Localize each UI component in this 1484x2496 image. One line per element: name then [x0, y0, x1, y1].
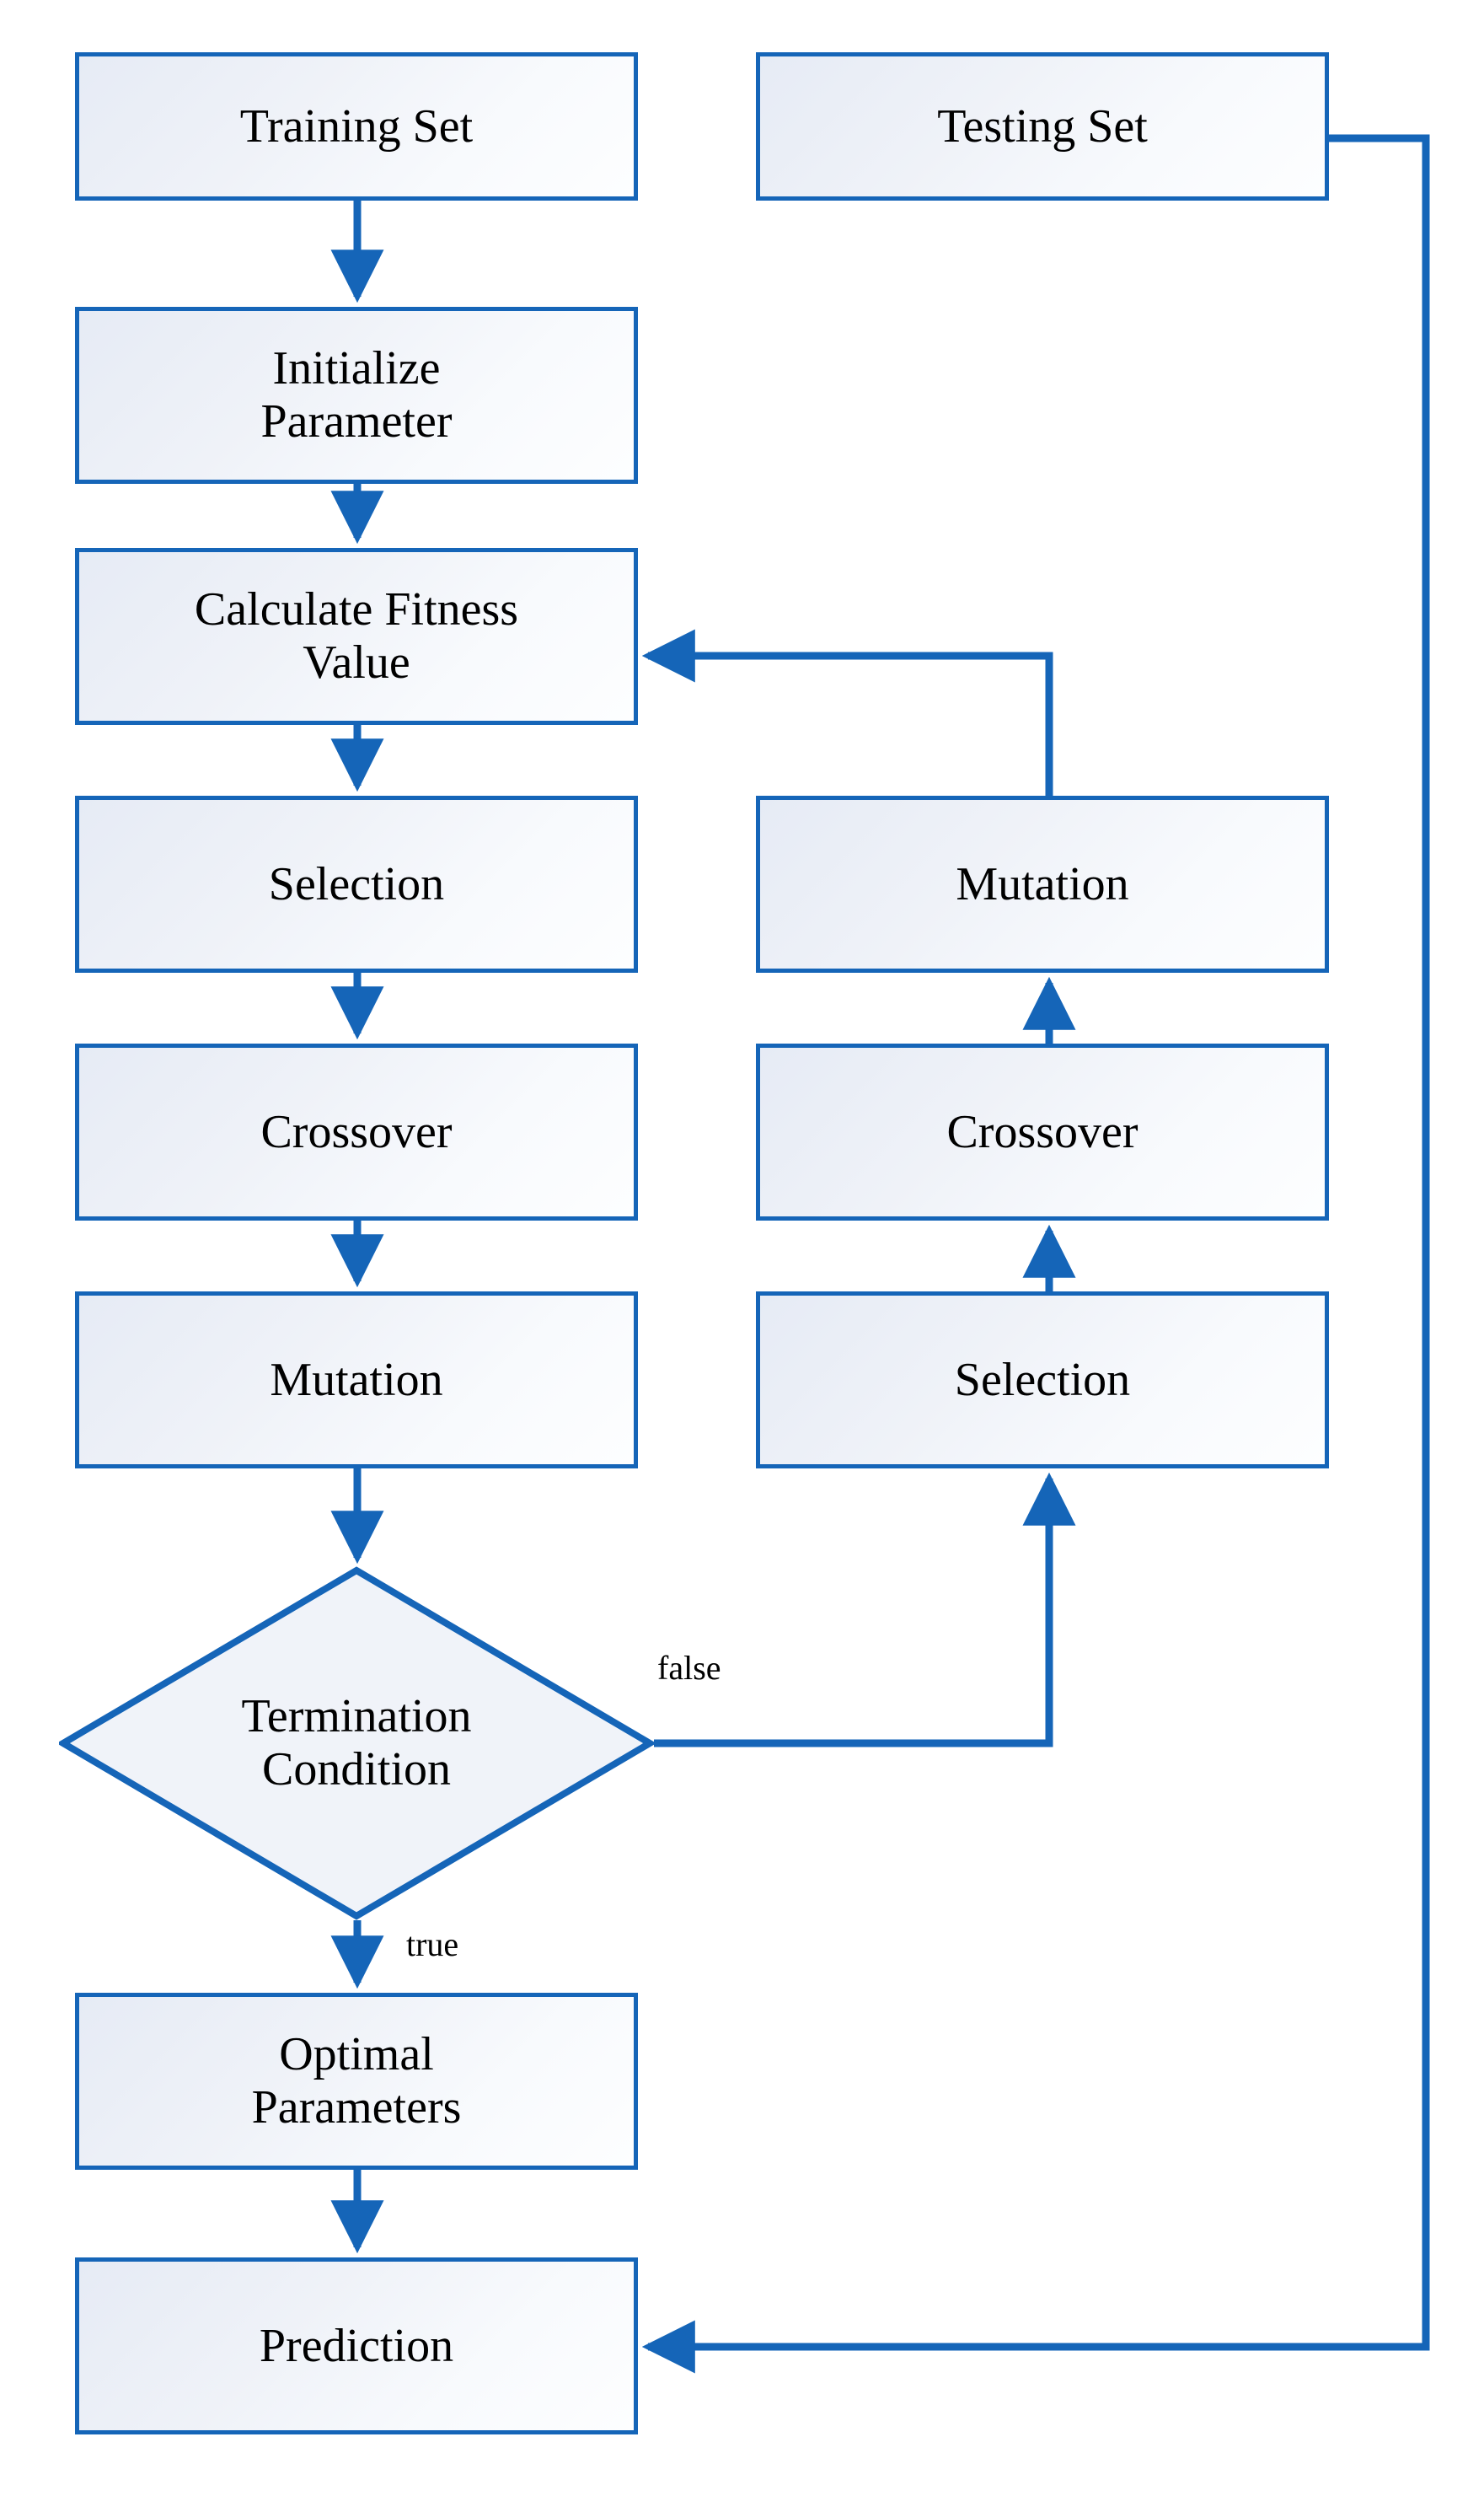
node-initialize-parameter[interactable]: Initialize Parameter	[75, 307, 638, 484]
edge-label-false: false	[657, 1649, 721, 1687]
node-termination-condition-label: Termination Condition	[241, 1690, 472, 1796]
diamond-shape	[59, 1566, 654, 1920]
node-selection-right-label: Selection	[954, 1353, 1131, 1406]
node-selection-right[interactable]: Selection	[756, 1291, 1329, 1468]
node-prediction-label: Prediction	[259, 2319, 454, 2372]
node-mutation-left[interactable]: Mutation	[75, 1291, 638, 1468]
node-termination-condition[interactable]: Termination Condition	[59, 1566, 654, 1920]
node-optimal-parameters[interactable]: Optimal Parameters	[75, 1993, 638, 2170]
node-training-set-label: Training Set	[239, 99, 474, 153]
edge-termination-false-to-selection-right	[654, 1472, 1076, 1747]
edge-mutation-right-to-fitness	[641, 629, 1053, 796]
node-selection-left[interactable]: Selection	[75, 796, 638, 973]
node-mutation-right-label: Mutation	[956, 857, 1129, 910]
node-crossover-left-label: Crossover	[260, 1105, 453, 1158]
node-mutation-right[interactable]: Mutation	[756, 796, 1329, 973]
node-selection-left-label: Selection	[268, 857, 445, 910]
node-optimal-parameters-label: Optimal Parameters	[251, 2028, 462, 2134]
node-prediction[interactable]: Prediction	[75, 2257, 638, 2434]
node-calculate-fitness-value[interactable]: Calculate Fitness Value	[75, 548, 638, 725]
node-initialize-parameter-label: Initialize Parameter	[260, 342, 453, 448]
node-testing-set-label: Testing Set	[937, 99, 1148, 153]
edge-testing-to-prediction	[641, 134, 1430, 2374]
node-crossover-right[interactable]: Crossover	[756, 1044, 1329, 1221]
edge-label-true: true	[406, 1925, 459, 1963]
node-crossover-left[interactable]: Crossover	[75, 1044, 638, 1221]
node-testing-set[interactable]: Testing Set	[756, 52, 1329, 201]
node-calculate-fitness-value-label: Calculate Fitness Value	[194, 583, 519, 689]
node-training-set[interactable]: Training Set	[75, 52, 638, 201]
node-mutation-left-label: Mutation	[270, 1353, 443, 1406]
node-crossover-right-label: Crossover	[946, 1105, 1138, 1158]
